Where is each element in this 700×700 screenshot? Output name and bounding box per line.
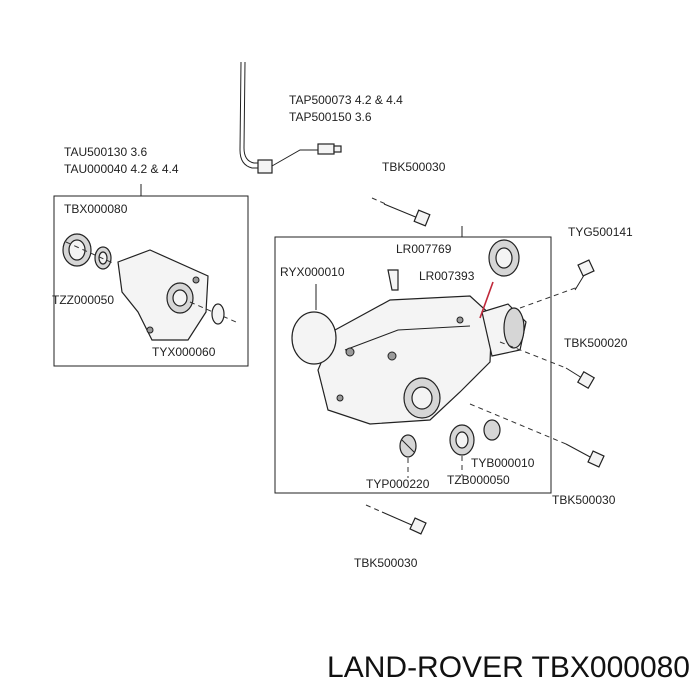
label-tbx: TBX000080: [64, 202, 128, 216]
bolt-tbk-bottom: [381, 511, 427, 535]
label-tap-1: TAP500073 4.2 & 4.4: [289, 93, 403, 107]
label-tyg: TYG500141: [568, 225, 633, 239]
label-lr-seal: LR007769: [396, 242, 452, 256]
left-group-box: [53, 195, 249, 367]
tbx-seal: [62, 233, 92, 267]
label-tbk-bottom: TBK500030: [354, 556, 418, 570]
label-tau-2: TAU000040 4.2 & 4.4: [64, 162, 179, 176]
caption-part-number: LAND-ROVER TBX000080: [327, 651, 690, 684]
typ-plug: [399, 434, 417, 458]
bolt-tbk-mid: [565, 367, 596, 390]
label-tzb: TZB000050: [447, 473, 510, 487]
main-diff-housing: [317, 295, 527, 425]
tyx-o-ring: [211, 303, 225, 325]
tbk-right-axis: [469, 403, 567, 445]
label-ryx: RYX000010: [280, 265, 345, 279]
breather-tube: [239, 61, 342, 174]
bolt-tbk-right: [565, 443, 605, 468]
red-seal-pointer: [479, 281, 494, 319]
tyg-axis: [519, 286, 579, 309]
bolt-tyg: [574, 259, 595, 291]
bolt-top: [383, 203, 431, 227]
main-group-box: [274, 236, 552, 494]
ryx-o-ring: [291, 311, 337, 365]
tbk-bottom-axis: [365, 504, 383, 513]
label-typ: TYP000220: [366, 477, 430, 491]
label-lr-clip: LR007393: [419, 269, 475, 283]
label-tzz: TZZ000050: [52, 293, 114, 307]
label-tyx: TYX000060: [152, 345, 216, 359]
tyb-plug: [483, 419, 501, 441]
tbk-mid-axis: [499, 341, 567, 369]
lr-clip: [387, 269, 399, 291]
bolt-top-axis: [371, 197, 389, 206]
lr-seal: [488, 239, 520, 277]
label-tbk-right: TBK500030: [552, 493, 616, 507]
label-tbk-top: TBK500030: [382, 160, 446, 174]
tzb-seal: [449, 424, 475, 456]
label-tyb: TYB000010: [471, 456, 535, 470]
transfer-cover-housing: [117, 249, 209, 341]
label-tap-2: TAP500150 3.6: [289, 110, 372, 124]
label-tbk-mid: TBK500020: [564, 336, 628, 350]
label-tau-1: TAU500130 3.6: [64, 145, 147, 159]
tzz-o-ring: [94, 246, 112, 270]
